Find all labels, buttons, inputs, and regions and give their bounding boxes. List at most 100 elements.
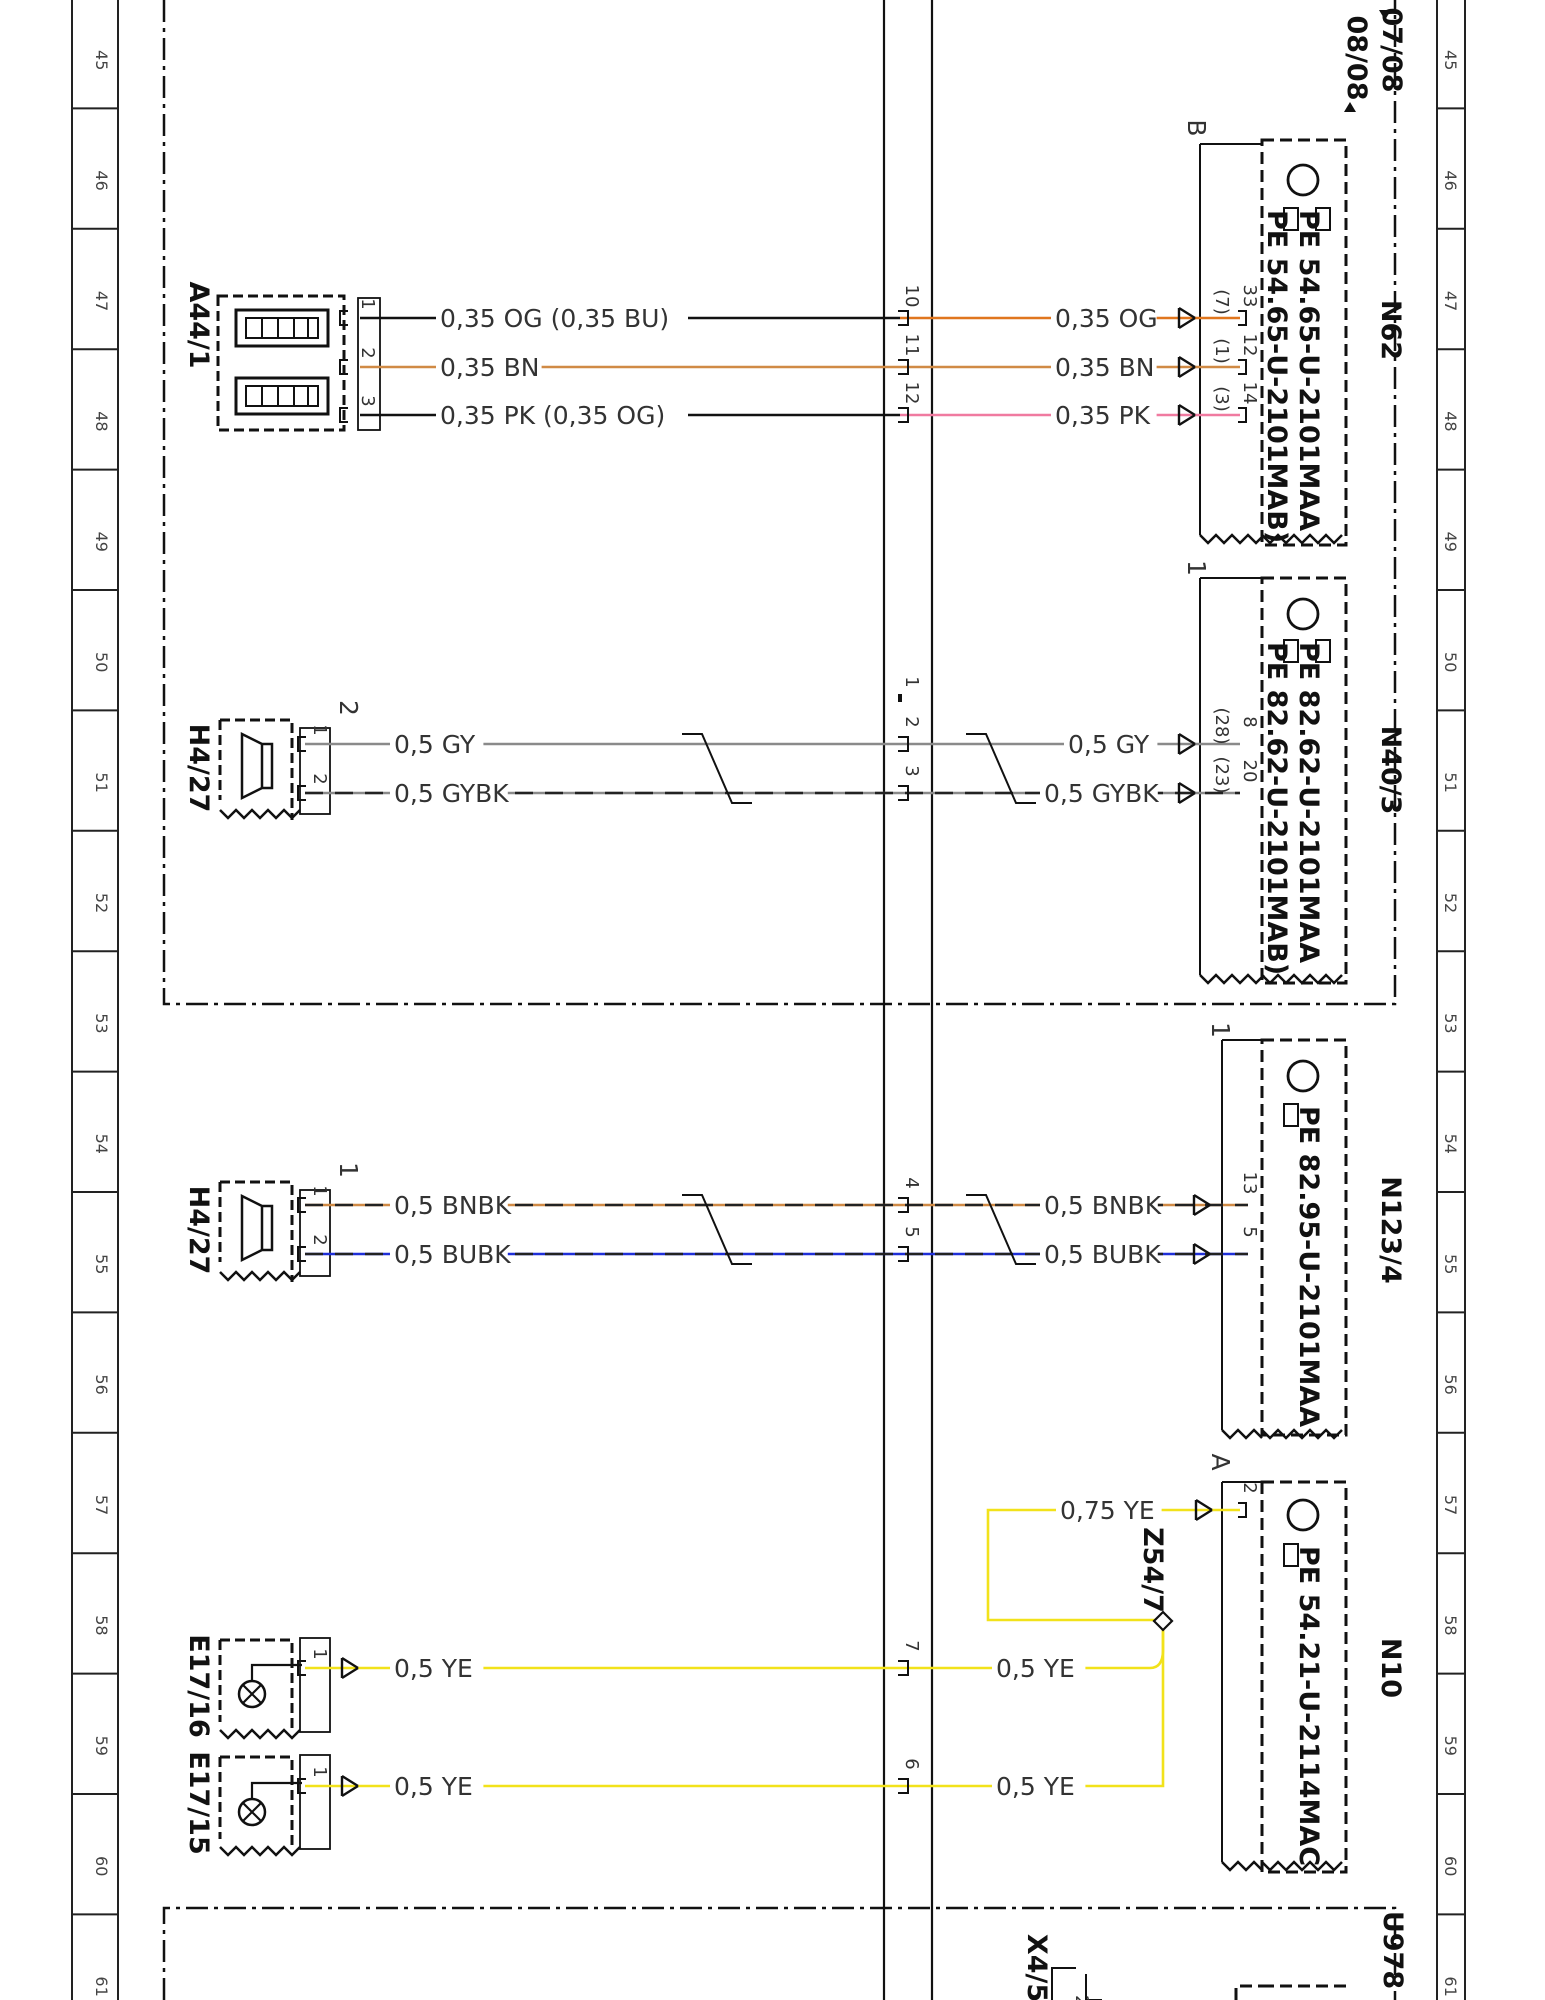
label-N10: N10 bbox=[1375, 1638, 1406, 1698]
pin-a44 bbox=[339, 359, 348, 375]
label-U978: U978 bbox=[1377, 1911, 1408, 1989]
pin-number-right-text: 12 bbox=[1239, 334, 1260, 357]
frame-upper bbox=[162, 0, 1397, 1006]
ruler-number: 54 bbox=[92, 1134, 111, 1154]
wire-label-right: 0,5 BUBK bbox=[1044, 1240, 1161, 1269]
connector-pin bbox=[898, 1246, 909, 1262]
pin-number-right: 20 bbox=[1239, 760, 1260, 783]
ruler-number-text: 58 bbox=[92, 1615, 111, 1635]
wire-label-left: 0,5 GYBK bbox=[394, 779, 509, 808]
pin-h4 bbox=[297, 785, 306, 801]
ruler-number-text: 50 bbox=[92, 652, 111, 672]
pin-number-right: 13 bbox=[1239, 1172, 1260, 1195]
wire-label-right: 0,35 BN bbox=[1055, 353, 1154, 382]
connector-pin-number: 3 bbox=[901, 765, 922, 776]
pin-number-top: 1 bbox=[334, 1162, 363, 1178]
pe-N40-3-2: PE 82.62-U-2101MAB) bbox=[1261, 642, 1292, 975]
pin-number-alt: (28) bbox=[1211, 708, 1232, 745]
pin-number-left-text: 1 bbox=[309, 1185, 330, 1196]
ruler-number-text: 46 bbox=[92, 170, 111, 190]
ruler-number: 61 bbox=[92, 1976, 111, 1996]
pin-number-alt: (7) bbox=[1211, 289, 1232, 315]
module-N40-3: 1 N40/3 PE 82.62-U-2101MAA PE 82.62-U-21… bbox=[1182, 560, 1406, 985]
wire-label-right: 0,75 YE bbox=[1060, 1496, 1155, 1525]
component-H4-27-lower: H4/27 bbox=[183, 1180, 331, 1282]
ruler-number-text: 51 bbox=[92, 772, 111, 792]
ruler-number: 49 bbox=[1441, 532, 1460, 552]
wire-label-left: 0,5 BNBK bbox=[394, 1191, 512, 1220]
wire-label-left: 0,5 BUBK bbox=[394, 1240, 511, 1269]
module-U978: U978 bbox=[1234, 1911, 1408, 2000]
pin-number-left-text: 2 bbox=[309, 1234, 330, 1245]
wire-yellow bbox=[305, 1630, 1165, 1788]
wire-label-right-bg bbox=[1040, 1191, 1158, 1219]
pin-n62 bbox=[1238, 359, 1247, 375]
connector-pin-number-text: 1 bbox=[901, 676, 922, 687]
pin-number-right-text: 2 bbox=[1239, 1482, 1260, 1493]
ruler-number-text: 61 bbox=[1441, 1976, 1460, 1996]
pin-number-top: 2 bbox=[334, 700, 363, 716]
pin-a44 bbox=[339, 310, 348, 326]
wire-label-left-bg bbox=[436, 353, 542, 381]
connector-pin-number: 1 bbox=[901, 676, 922, 687]
pin-n10 bbox=[1238, 1502, 1247, 1518]
pin-number-left: 1 bbox=[309, 1766, 330, 1777]
arrow-icon bbox=[1192, 1242, 1211, 1266]
arrow-icon bbox=[1177, 403, 1196, 427]
arrow-icon bbox=[340, 1774, 359, 1798]
wire-label-left-bg bbox=[390, 1772, 484, 1800]
ruler-number: 57 bbox=[1441, 1495, 1460, 1515]
connector-pin-number-text: 12 bbox=[901, 382, 922, 405]
pin-number-left: 2 bbox=[357, 347, 378, 358]
ruler-number-text: 56 bbox=[92, 1374, 111, 1394]
ruler-number: 52 bbox=[92, 893, 111, 913]
ruler-number: 47 bbox=[92, 291, 111, 311]
wire-label-left-bg bbox=[390, 730, 484, 758]
pin-number-right: 33 bbox=[1239, 285, 1260, 308]
pin-number-left-text: 1 bbox=[309, 1766, 330, 1777]
ruler-number-text: 55 bbox=[1441, 1254, 1460, 1274]
pin-number-left: 2 bbox=[309, 773, 330, 784]
wire-label-right-bg bbox=[992, 1772, 1086, 1800]
ruler-number-text: 49 bbox=[92, 532, 111, 552]
hand-icon bbox=[1283, 207, 1331, 231]
wire-label-left-bg bbox=[390, 779, 508, 807]
ruler-number-text: 61 bbox=[92, 1976, 111, 1996]
twisted-pair-mark bbox=[682, 1194, 752, 1265]
twisted-pair-mark bbox=[966, 1194, 1036, 1265]
ruler-number-text: 60 bbox=[1441, 1856, 1460, 1876]
ruler-number: 60 bbox=[1441, 1856, 1460, 1876]
wire-label-left-bg bbox=[390, 1654, 484, 1682]
ruler-number-text: 59 bbox=[1441, 1736, 1460, 1756]
splice-Z54-7: Z54/7 bbox=[1137, 1527, 1174, 1632]
pin-number-alt-text: (7) bbox=[1211, 289, 1232, 315]
ruler-number-text: 58 bbox=[1441, 1615, 1460, 1635]
pe-N123-4-1: PE 82.95-U-2101MAA bbox=[1293, 1106, 1324, 1427]
pe-N62-1: PE 54.65-U-2101MAA bbox=[1293, 210, 1324, 531]
pin-X4-5: 2 bbox=[1071, 1995, 1092, 2000]
connector-pin-number-text: 11 bbox=[901, 334, 922, 357]
pin-e17 bbox=[297, 1778, 306, 1794]
pin-h4 bbox=[297, 1197, 306, 1213]
pin-number-left-text: 3 bbox=[357, 395, 378, 406]
ruler-number: 55 bbox=[92, 1254, 111, 1274]
wire-label-left-bg bbox=[436, 401, 688, 429]
arrow-icon bbox=[1192, 1193, 1211, 1217]
pin-number-left-text: 1 bbox=[357, 298, 378, 309]
pin-number-left-text: 1 bbox=[309, 724, 330, 735]
pin-h4 bbox=[297, 736, 306, 752]
wire-label-right-bg bbox=[1051, 353, 1157, 381]
ruler-number: 45 bbox=[92, 50, 111, 70]
pin-e17 bbox=[297, 1660, 306, 1676]
wire-label-right-bg bbox=[1051, 401, 1157, 429]
connector-pin-number-text: 2 bbox=[901, 716, 922, 727]
ruler-number: 59 bbox=[92, 1736, 111, 1756]
label-A44-1: A44/1 bbox=[183, 281, 214, 368]
component-X4-5: X4/5 2 bbox=[1021, 1934, 1102, 2000]
ruler-number-text: 54 bbox=[92, 1134, 111, 1154]
module-N62: B N62 PE 54.65-U-2101MAA PE 54.65-U-2101… bbox=[1182, 119, 1406, 547]
pin-number-right: 5 bbox=[1239, 1226, 1260, 1237]
ruler-number-text: 57 bbox=[1441, 1495, 1460, 1515]
